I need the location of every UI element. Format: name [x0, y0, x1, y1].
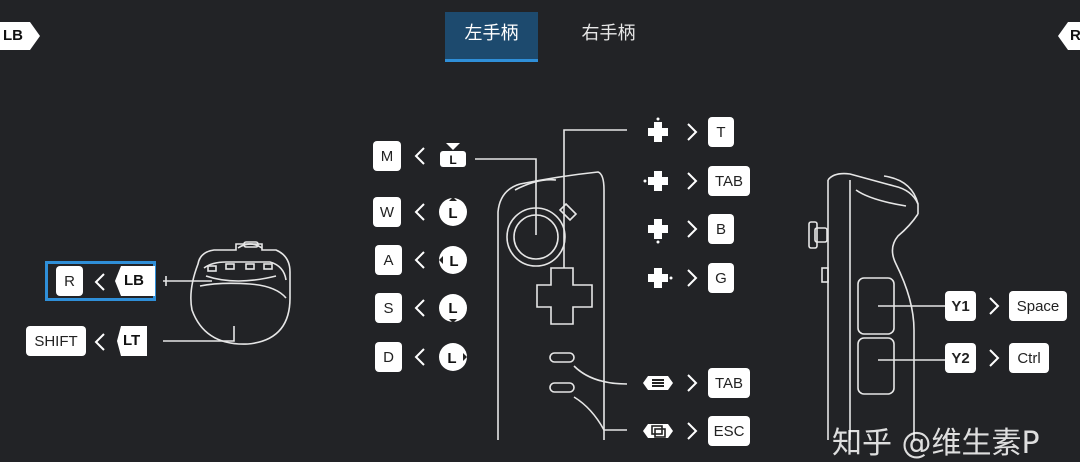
lb-glyph-icon: LB [115, 266, 155, 296]
lb-corner-button[interactable]: LB [0, 22, 40, 50]
main-controller-drawing [497, 171, 605, 440]
lt-glyph-label: LT [123, 332, 141, 349]
menu-button-icon [642, 368, 673, 398]
key-tab-menu[interactable]: TAB [708, 368, 750, 398]
stick-press-letter: L [449, 153, 456, 167]
key-tab[interactable]: TAB [708, 166, 750, 196]
key-shift[interactable]: SHIFT [26, 326, 86, 356]
key-esc[interactable]: ESC [708, 416, 750, 446]
rb-corner-button[interactable]: R [1058, 22, 1080, 50]
svg-text:L: L [448, 205, 457, 222]
back-controller-drawing [808, 172, 919, 440]
rb-corner-shape [1058, 22, 1080, 50]
chevron-right-icon [687, 269, 698, 287]
key-g[interactable]: G [708, 263, 734, 293]
chevron-left-icon [414, 251, 425, 269]
lb-glyph-label: LB [124, 272, 144, 289]
key-t[interactable]: T [708, 117, 734, 147]
shoulder-controller-drawing [190, 241, 291, 345]
button-y1: Y1 [945, 291, 976, 321]
rb-corner-label: R [1070, 27, 1080, 44]
chevron-left-icon [414, 203, 425, 221]
stick-down-icon: L [438, 293, 468, 323]
chevron-left-icon [414, 348, 425, 366]
view-button-icon [642, 416, 673, 446]
chevron-right-icon [989, 349, 1000, 367]
stick-left-icon: L [438, 245, 468, 275]
key-b[interactable]: B [708, 214, 734, 244]
chevron-left-icon [94, 273, 105, 291]
lt-glyph-icon: LT [117, 326, 147, 356]
key-r[interactable]: R [56, 266, 83, 296]
dpad-down-icon [643, 214, 673, 244]
tab-right-controller[interactable]: 右手柄 [581, 23, 636, 44]
key-space[interactable]: Space [1009, 291, 1067, 321]
key-m[interactable]: M [373, 141, 401, 171]
stick-press-icon: L [438, 141, 468, 171]
chevron-left-icon [94, 333, 105, 351]
chevron-right-icon [687, 422, 698, 440]
dpad-left-icon [643, 166, 673, 196]
chevron-right-icon [687, 374, 698, 392]
dpad-right-icon [643, 263, 673, 293]
lb-corner-label: LB [3, 27, 23, 44]
key-s[interactable]: S [375, 293, 402, 323]
dpad-up-icon [643, 117, 673, 147]
key-ctrl[interactable]: Ctrl [1009, 343, 1049, 373]
chevron-right-icon [687, 220, 698, 238]
chevron-right-icon [687, 123, 698, 141]
lb-corner-shape [0, 22, 40, 50]
key-d[interactable]: D [375, 342, 402, 372]
stick-right-icon: L [438, 342, 468, 372]
svg-text:L: L [448, 300, 457, 317]
chevron-left-icon [414, 299, 425, 317]
watermark: 知乎 @维生素P [832, 426, 1040, 461]
stick-up-icon: L [438, 197, 468, 227]
chevron-right-icon [989, 297, 1000, 315]
key-a[interactable]: A [375, 245, 402, 275]
svg-text:L: L [449, 253, 458, 270]
tab-left-controller[interactable]: 左手柄 [445, 12, 538, 62]
chevron-right-icon [687, 172, 698, 190]
chevron-left-icon [414, 147, 425, 165]
svg-text:L: L [447, 350, 456, 367]
controller-diagram [163, 129, 945, 440]
button-y2: Y2 [945, 343, 976, 373]
key-w[interactable]: W [373, 197, 401, 227]
